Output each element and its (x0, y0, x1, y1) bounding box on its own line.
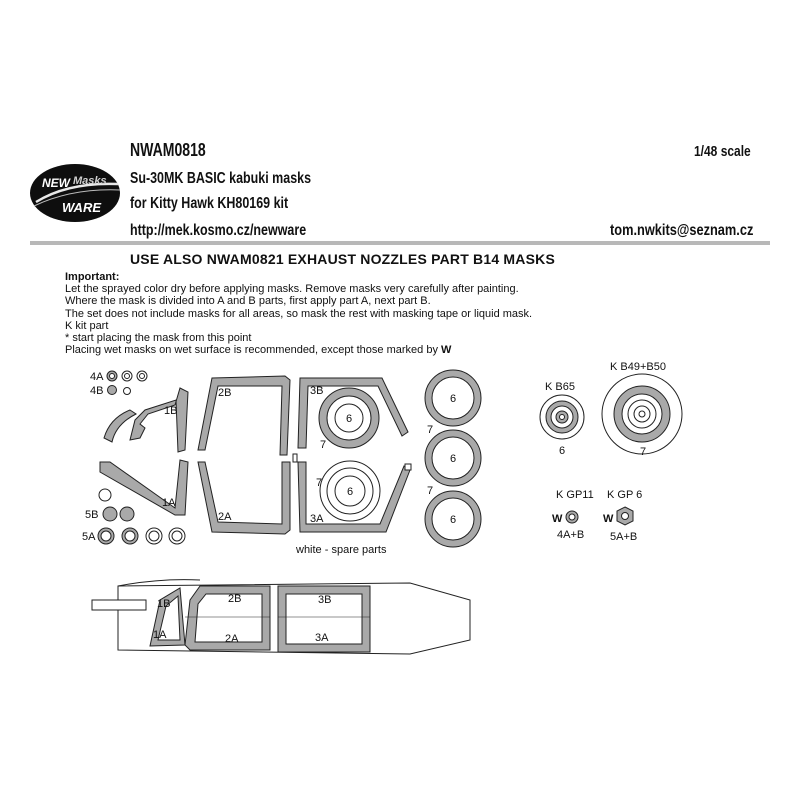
mask-3a (297, 461, 411, 533)
mask-1b (129, 387, 189, 453)
diagram-label-3a: 3A (315, 632, 329, 644)
label-six: 6 (347, 486, 353, 498)
label-3a: 3A (310, 513, 324, 525)
label-2a: 2A (218, 511, 232, 523)
instruction-line: Placing wet masks on wet surface is reco… (65, 344, 452, 357)
wheel-kb49 (601, 373, 683, 455)
wheel-rings (424, 369, 482, 548)
label-six: 6 (450, 453, 456, 465)
product-title: Su-30MK BASIC kabuki masks (130, 170, 312, 187)
new-ware-logo: NEW Masks WARE (30, 164, 121, 222)
wet-symbol-icon: W (552, 513, 563, 525)
wet-symbol-icon: W (603, 513, 614, 525)
label-5a: 5A (82, 531, 96, 543)
label-3b: 3B (310, 385, 323, 397)
label-4a: 4A (90, 371, 104, 383)
diagram-label-2b: 2B (228, 593, 241, 605)
product-subtitle: for Kitty Hawk KH80169 kit (130, 195, 289, 212)
mask-2a (197, 461, 291, 535)
label-5b: 5B (85, 509, 98, 521)
label-seven: 7 (427, 424, 433, 436)
label-1b: 1B (164, 405, 177, 417)
notice-banner: USE ALSO NWAM0821 EXHAUST NOZZLES PART B… (130, 251, 555, 267)
canopy-rings (318, 387, 381, 522)
instructions-heading: Important: (65, 271, 120, 283)
instruction-line: Where the mask is divided into A and B p… (65, 295, 431, 308)
label-seven: 7 (320, 439, 326, 451)
label-4b: 4B (90, 385, 103, 397)
product-code: NWAM0818 (130, 140, 206, 160)
diagram-label-3b: 3B (318, 594, 331, 606)
header-divider (30, 241, 770, 245)
mask-group-5 (97, 488, 186, 545)
label-six: 6 (450, 514, 456, 526)
instruction-line: Let the sprayed color dry before applyin… (65, 283, 519, 296)
label-kb49: K B49+B50 (610, 361, 666, 373)
mask-group-4 (106, 370, 148, 395)
part-kgp6 (616, 506, 634, 526)
canopy-diagram (91, 579, 471, 655)
label-2b: 2B (218, 387, 231, 399)
scale-label: 1/48 scale (694, 143, 751, 160)
label-kgp11: K GP11 (556, 489, 594, 501)
instruction-line: K kit part (65, 319, 109, 332)
logo-ware: WARE (62, 200, 101, 215)
email-link[interactable]: tom.nwkits@seznam.cz (610, 222, 754, 239)
part-kgp11 (565, 510, 579, 524)
label-six: 6 (450, 393, 456, 405)
website-link[interactable]: http://mek.kosmo.cz/newware (130, 222, 307, 239)
instructions: Important: Let the sprayed color dry bef… (65, 271, 532, 356)
label-six: 6 (559, 445, 565, 457)
label-4a-b: 4A+B (557, 529, 584, 541)
mask-1a (99, 459, 189, 516)
mask-3b (297, 377, 409, 449)
instruction-line: * start placing the mask from this point (65, 332, 252, 345)
label-seven: 7 (316, 477, 322, 489)
mask-2b (197, 375, 291, 456)
spare-parts-note: white - spare parts (295, 544, 387, 556)
wheel-kb65 (539, 394, 585, 440)
diagram-label-2a: 2A (225, 633, 239, 645)
label-5a-b: 5A+B (610, 531, 637, 543)
label-kgp6: K GP 6 (607, 489, 642, 501)
label-seven: 7 (427, 485, 433, 497)
logo-masks: Masks (73, 175, 107, 187)
wet-symbol: W (441, 344, 452, 357)
label-kb65: K B65 (545, 381, 575, 393)
label-seven: 7 (640, 446, 646, 458)
label-six: 6 (346, 413, 352, 425)
diagram-label-1b: 1B (157, 598, 170, 610)
label-1a: 1A (162, 497, 176, 509)
instruction-line: The set does not include masks for all a… (65, 307, 533, 320)
logo-new: NEW (42, 176, 72, 190)
diagram-label-1a: 1A (153, 629, 167, 641)
